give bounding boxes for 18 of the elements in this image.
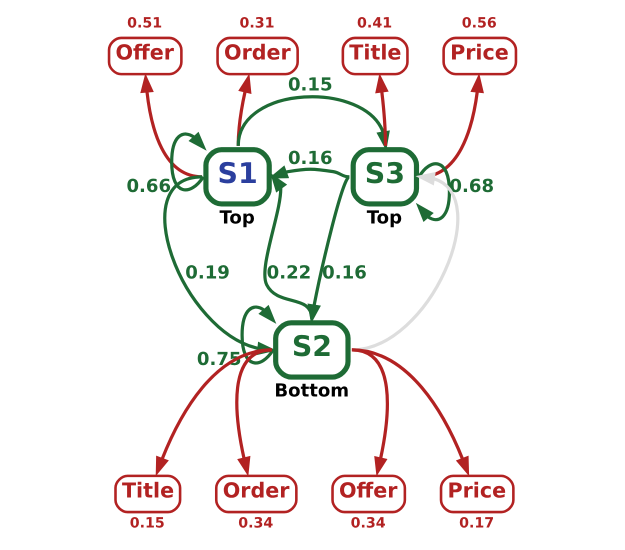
node-label: 0.56 — [462, 15, 497, 32]
edge-label: 0.66 — [126, 176, 172, 197]
node-label: 0.31 — [240, 15, 275, 32]
node-label: 0.51 — [127, 15, 162, 32]
edge-label: 0.22 — [266, 262, 312, 284]
edge-label: 0.68 — [449, 176, 494, 197]
node-label: Top — [219, 208, 255, 229]
edge-label: 0.19 — [185, 262, 230, 284]
edge-label: 0.15 — [288, 74, 333, 96]
node-label: 0.34 — [350, 515, 386, 532]
node-label: Bottom — [274, 380, 350, 402]
node-label: 0.41 — [357, 15, 392, 32]
edge-label: 0.16 — [322, 262, 367, 284]
node-label: 0.15 — [130, 515, 165, 532]
node-label: Top — [366, 208, 402, 229]
node-label: 0.17 — [459, 515, 494, 532]
edge-label: 0.16 — [288, 148, 333, 170]
node-label: 0.34 — [238, 515, 274, 532]
